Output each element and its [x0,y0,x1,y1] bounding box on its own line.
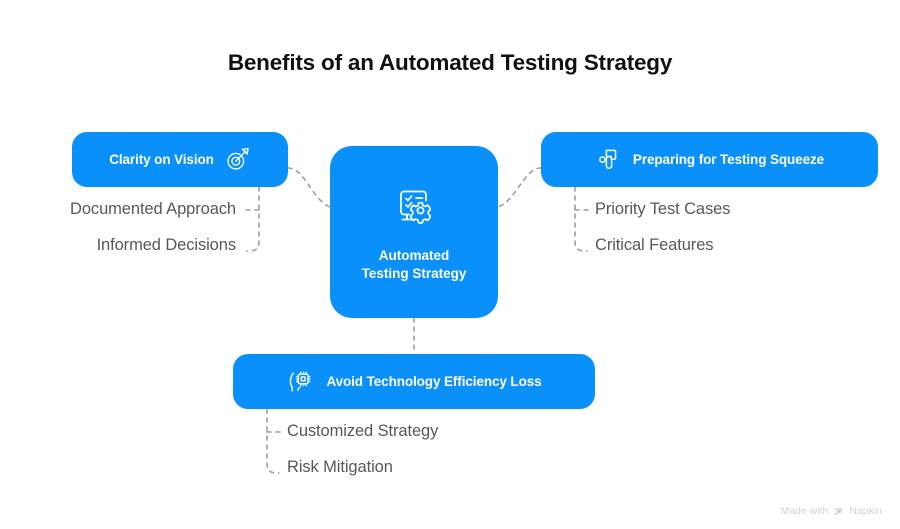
branch-pill-prepare[interactable]: Preparing for Testing Squeeze [541,132,878,187]
connector-center-prepare [497,167,542,208]
center-card-label: Automated Testing Strategy [361,247,467,281]
connector-clarity-trunk [246,186,260,252]
branch-pill-clarity-label: Clarity on Vision [109,152,214,167]
center-card[interactable]: Automated Testing Strategy [330,146,498,318]
checklist-gear-icon [388,181,440,233]
target-arrow-icon [224,146,251,173]
sub-item-documented-approach: Documented Approach [70,200,236,218]
connector-center-clarity [287,167,331,208]
watermark-prefix: Made with [780,505,829,517]
head-chip-icon [286,367,316,397]
napkin-logo-icon [833,506,844,517]
connector-prepare-trunk [574,186,588,252]
sub-item-priority-test-cases: Priority Test Cases [595,200,731,218]
connector-avoid-trunk [266,408,280,474]
branch-pill-prepare-label: Preparing for Testing Squeeze [632,152,825,167]
napkin-watermark: Made with Napkin [780,505,882,517]
branch-pill-clarity[interactable]: Clarity on Vision [72,132,288,187]
page-title: Benefits of an Automated Testing Strateg… [227,50,673,75]
sub-item-critical-features: Critical Features [595,236,714,254]
branch-pill-avoid-label: Avoid Technology Efficiency Loss [326,374,542,389]
branch-pill-avoid[interactable]: Avoid Technology Efficiency Loss [233,354,595,409]
watermark-brand: Napkin [849,505,882,517]
sub-item-risk-mitigation: Risk Mitigation [287,458,393,476]
compressed-blocks-icon [595,146,623,174]
sub-item-informed-decisions: Informed Decisions [96,236,237,254]
sub-item-customized-strategy: Customized Strategy [287,422,439,440]
